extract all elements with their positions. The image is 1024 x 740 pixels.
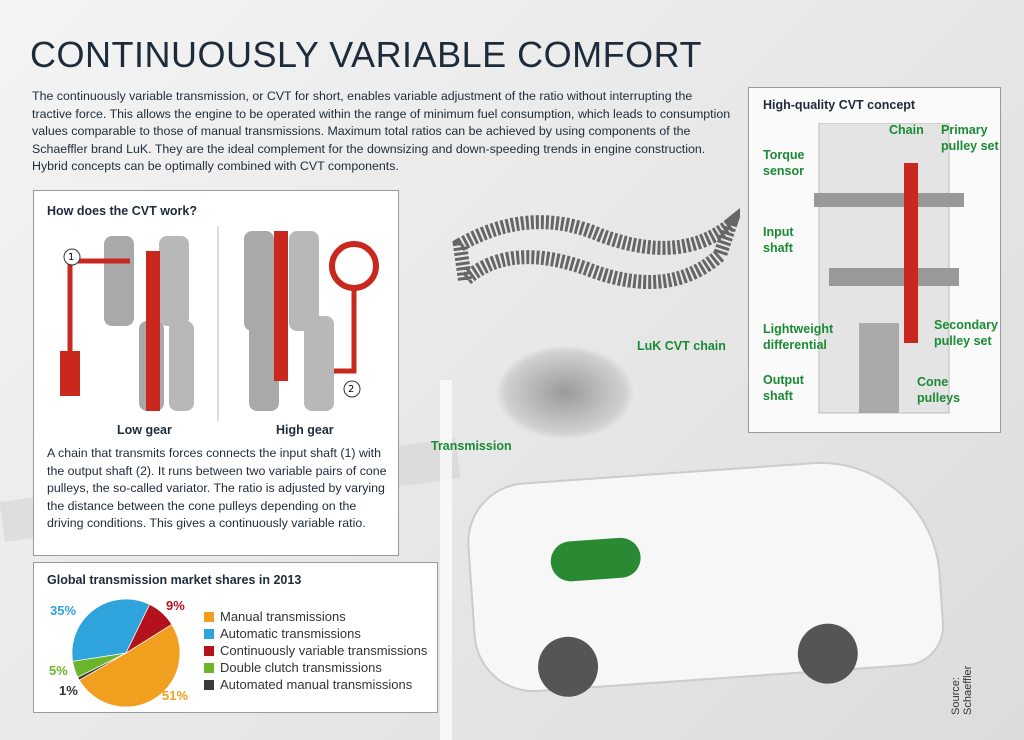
label-cvt: 9% bbox=[166, 598, 185, 613]
legend-swatch bbox=[204, 679, 214, 690]
marker-input-shaft: 1 bbox=[68, 252, 75, 263]
road-line bbox=[440, 380, 452, 740]
label-manual: 51% bbox=[162, 688, 189, 703]
cone-pulleys-callout: Cone pulleys bbox=[917, 375, 961, 405]
transmission-label: Transmission bbox=[431, 439, 512, 453]
cvt-concept-title: High-quality CVT concept bbox=[763, 98, 916, 112]
legend-item: Manual transmissions bbox=[204, 608, 427, 625]
variator-diagram bbox=[60, 226, 379, 421]
high-gear-pulleys bbox=[244, 231, 379, 411]
label-double-clutch: 5% bbox=[49, 663, 68, 678]
legend-item: Double clutch transmissions bbox=[204, 659, 427, 676]
page-title: CONTINUOUSLY VARIABLE COMFORT bbox=[30, 34, 702, 75]
primary-pulley-callout: Primary pulley set bbox=[941, 123, 999, 153]
how-cvt-works-panel: How does the CVT work? 1 2 Low gear High… bbox=[33, 190, 399, 556]
intro-text: The continuously variable transmission, … bbox=[32, 89, 731, 173]
legend-label: Double clutch transmissions bbox=[220, 660, 382, 675]
output-shaft-callout: Output shaft bbox=[763, 373, 804, 403]
pie-chart bbox=[71, 598, 181, 708]
torque-sensor-callout: Torque sensor bbox=[763, 148, 805, 178]
transmission-illustration bbox=[495, 345, 635, 440]
legend-label: Automatic transmissions bbox=[220, 626, 361, 641]
market-share-panel: Global transmission market shares in 201… bbox=[33, 562, 438, 713]
pie-slice-automatic-transmissions bbox=[71, 598, 151, 662]
legend-label: Automated manual transmissions bbox=[220, 677, 413, 692]
legend-item: Continuously variable transmissions bbox=[204, 642, 427, 659]
legend-swatch bbox=[204, 645, 214, 656]
legend-swatch bbox=[204, 662, 214, 673]
source-credit: Source: Schaeffler bbox=[950, 665, 974, 715]
secondary-pulley-callout: Secondary pulley set bbox=[934, 318, 998, 348]
legend-label: Manual transmissions bbox=[220, 609, 346, 624]
pie-slice-continuously-variable-transmissions bbox=[125, 603, 173, 654]
legend-item: Automated manual transmissions bbox=[204, 676, 427, 693]
cvt-concept-panel: High-quality CVT concept Chain Primary p… bbox=[748, 87, 1001, 433]
cvt-chain-illustration bbox=[452, 208, 740, 294]
input-shaft-callout: Input shaft bbox=[763, 225, 794, 255]
low-gear-pulleys bbox=[60, 236, 194, 411]
chain-callout: Chain bbox=[889, 123, 924, 137]
chain-label: LuK CVT chain bbox=[637, 339, 726, 353]
legend-swatch bbox=[204, 628, 214, 639]
legend-swatch bbox=[204, 611, 214, 622]
how-cvt-text: A chain that transmits forces connects t… bbox=[47, 446, 387, 530]
label-automatic: 35% bbox=[50, 603, 77, 618]
legend-label: Continuously variable transmissions bbox=[220, 643, 428, 658]
panel-title: How does the CVT work? bbox=[47, 204, 198, 218]
car-illustration bbox=[463, 453, 947, 699]
legend-item: Automatic transmissions bbox=[204, 625, 427, 642]
cvt-cross-section bbox=[814, 123, 964, 414]
differential-callout: Lightweight differential bbox=[763, 322, 834, 352]
low-gear-label: Low gear bbox=[117, 423, 172, 437]
chart-title: Global transmission market shares in 201… bbox=[47, 573, 302, 587]
label-automated-manual: 1% bbox=[59, 683, 78, 698]
high-gear-label: High gear bbox=[276, 423, 334, 437]
marker-output-shaft: 2 bbox=[348, 384, 355, 395]
pie-slice-manual-transmissions bbox=[78, 623, 181, 708]
